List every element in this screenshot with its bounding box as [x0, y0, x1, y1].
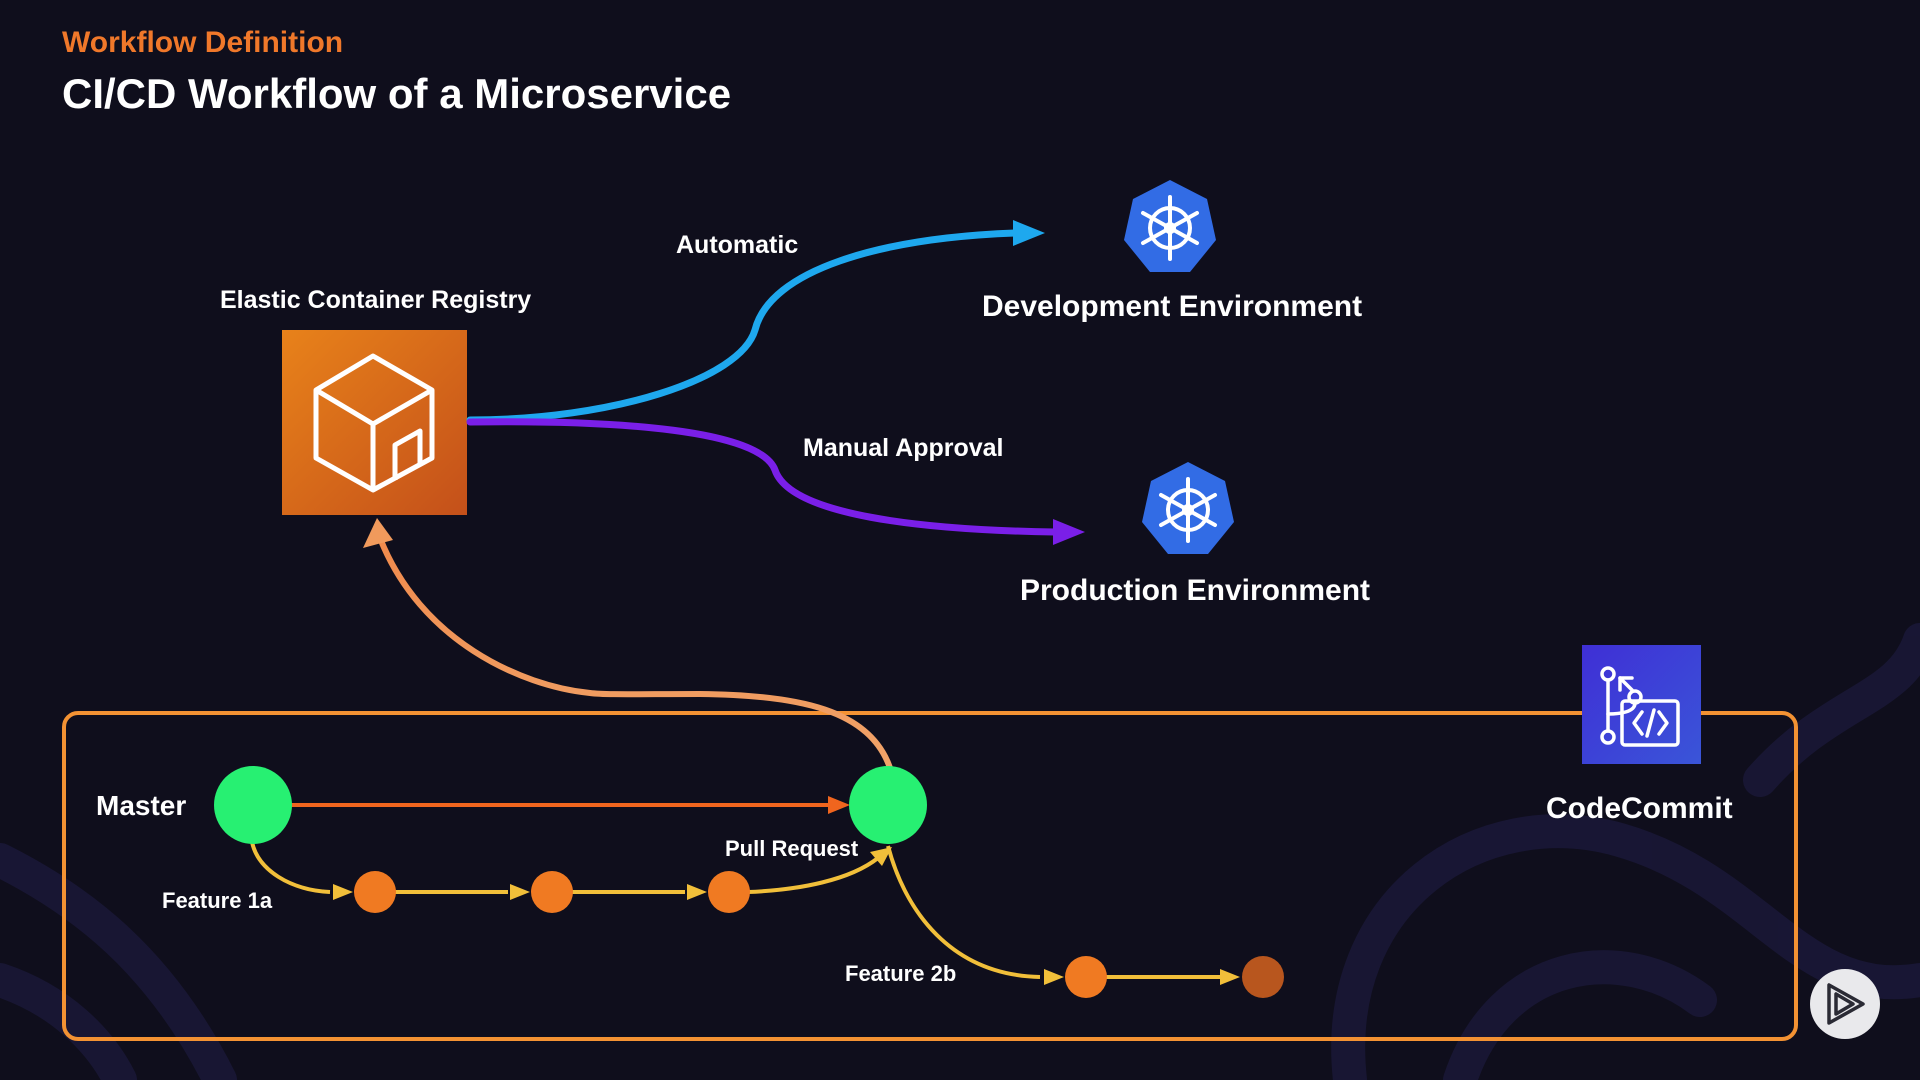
feature1-arrowhead-merge: [870, 847, 892, 866]
feature1-commit-1: [354, 871, 396, 913]
feature1-arrowhead-2: [510, 884, 530, 900]
push-arrowhead: [363, 518, 393, 548]
feature2-arrowhead-2: [1220, 969, 1240, 985]
play-logo-icon[interactable]: [1810, 969, 1880, 1039]
master-arrowhead: [828, 796, 850, 814]
master-commit-merge: [849, 766, 927, 844]
master-commit-start: [214, 766, 292, 844]
manual-flow-arrow: [466, 418, 1059, 536]
feature2-arrowhead-1: [1044, 969, 1064, 985]
feature1-commit-2: [531, 871, 573, 913]
manual-arrowhead: [1053, 519, 1085, 545]
manual-label: Manual Approval: [803, 434, 1004, 462]
feature1-arrowhead-3: [687, 884, 707, 900]
feature2-commit-2: [1242, 956, 1284, 998]
production-label: Production Environment: [1020, 574, 1370, 607]
codecommit-icon: [1582, 645, 1701, 764]
kubernetes-helm-icon: [1124, 180, 1216, 272]
feature1-arrowhead-1: [333, 884, 353, 900]
pull-request-label: Pull Request: [725, 836, 859, 861]
container-registry-icon: [282, 330, 467, 515]
section-label: Workflow Definition: [62, 26, 343, 59]
feature1-label: Feature 1a: [162, 888, 273, 913]
registry-label: Elastic Container Registry: [220, 286, 531, 314]
feature1-branch: [250, 841, 880, 894]
automatic-label: Automatic: [676, 231, 798, 259]
feature1-commit-3: [708, 871, 750, 913]
codecommit-repository-frame: [62, 711, 1798, 1041]
feature2-commit-1: [1065, 956, 1107, 998]
feature2-branch: [886, 845, 1220, 979]
feature2-label: Feature 2b: [845, 961, 956, 986]
kubernetes-helm-icon: [1142, 462, 1234, 554]
codecommit-label: CodeCommit: [1546, 792, 1733, 825]
automatic-flow-arrow: [466, 229, 1019, 424]
push-to-registry-arrow: [377, 535, 893, 771]
page-title: CI/CD Workflow of a Microservice: [62, 70, 731, 117]
automatic-arrowhead: [1013, 220, 1045, 246]
development-label: Development Environment: [982, 290, 1362, 323]
master-label: Master: [96, 790, 186, 821]
